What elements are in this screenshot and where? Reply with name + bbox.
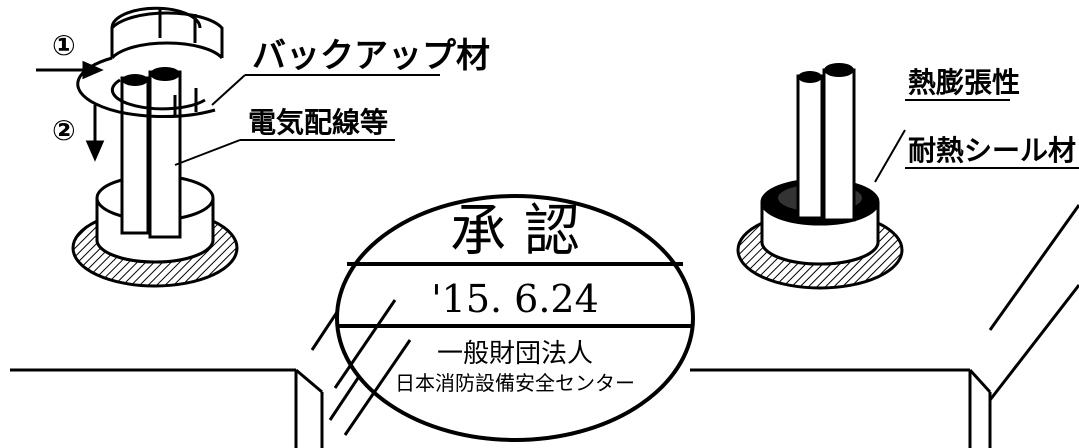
stamp-title: 承 認 [450,199,580,264]
right-cable [796,74,824,220]
thermal-expansion-label: 熱膨張性 [908,66,1020,99]
stamp-org-line2: 日本消防設備安全センター [395,371,635,395]
heat-resistant-seal-label: 耐熱シール材 [908,134,1076,167]
electric-wiring-label: 電気配線等 [248,106,388,139]
insert-arrow-1 [36,60,104,80]
insert-arrow-2 [85,105,105,162]
stamp-date: '15. 6.24 [431,277,599,321]
step-2-marker: ② [52,114,76,147]
right-assembly: 熱膨張性 耐熱シール材 [736,63,1079,290]
backup-material-label: バックアップ材 [252,36,490,76]
step-1-marker: ① [52,29,76,62]
wiring-leader-line [174,139,241,166]
left-cable [120,76,150,235]
stamp-org-line1: 一般財団法人 [437,339,593,369]
backup-leader-line [211,74,246,106]
stamp-outline [335,194,695,442]
left-assembly: ① ② バックアップ材 電気配線等 [36,6,490,288]
backup-material-piece [76,6,224,119]
seal-leader-line [874,129,906,183]
approval-stamp: 承 認 '15. 6.24 一般財団法人 日本消防設備安全センター [333,194,695,442]
